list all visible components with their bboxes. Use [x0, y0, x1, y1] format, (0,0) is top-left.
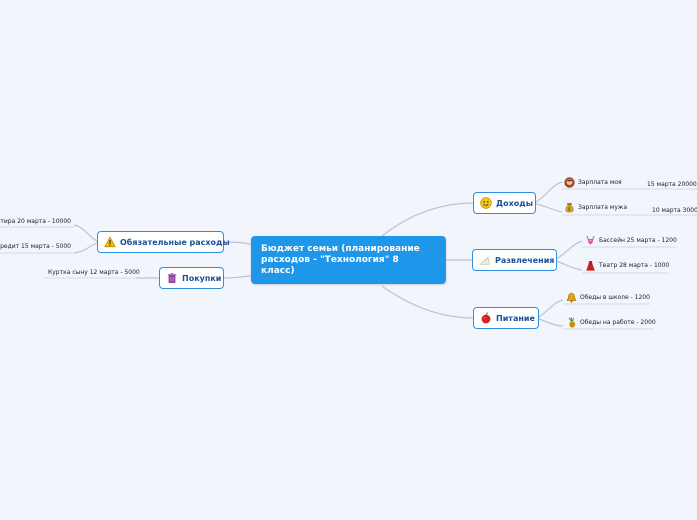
pineapple-icon: [566, 316, 577, 328]
bell-icon: [566, 292, 577, 303]
warning-icon: [104, 236, 116, 248]
topic-mandatory-expenses[interactable]: Обязательные расходы: [97, 231, 230, 253]
subtopic-theatre-label: Театр 28 марта - 1000: [599, 261, 670, 269]
topic-entertainment[interactable]: Развлечения: [472, 249, 557, 271]
link-mandatory: [223, 241, 252, 245]
note-husband-salary: 10 марта 30000: [652, 207, 697, 214]
topic-food[interactable]: Питание: [473, 307, 539, 329]
topic-purchases[interactable]: Покупки: [159, 267, 224, 289]
subtopic-work-lunch[interactable]: Обеды на работе - 2000: [566, 316, 656, 328]
topic-income[interactable]: Доходы: [473, 192, 536, 214]
central-topic-line-1: Бюджет семьи (планирование: [261, 244, 420, 254]
link-pool: [555, 240, 583, 260]
subtopic-jacket[interactable]: Куртка сыну 12 марта - 5000: [48, 269, 140, 276]
topic-mandatory-expenses-label: Обязательные расходы: [120, 237, 230, 247]
money-bag-icon: $: [564, 202, 575, 213]
subtopic-pool-label: Бассейн 25 марта - 1200: [599, 236, 677, 244]
topic-entertainment-label: Развлечения: [495, 255, 555, 265]
link-theatre: [555, 260, 583, 271]
topic-income-label: Доходы: [496, 198, 533, 208]
subtopic-work-lunch-label: Обеды на работе - 2000: [580, 318, 656, 326]
subtopic-school-lunch[interactable]: Обеды в школе - 1200: [566, 291, 650, 303]
link-income: [381, 202, 475, 237]
topic-food-label: Питание: [496, 313, 535, 323]
subtopic-apartment[interactable]: Квартира 20 марта - 10000: [0, 218, 71, 225]
link-purchases: [223, 275, 252, 279]
central-topic-line-3: класс): [261, 266, 295, 276]
apple-icon: [480, 312, 492, 324]
subtopic-theatre[interactable]: Театр 28 марта - 1000: [585, 259, 669, 271]
subtopic-husband-salary-label: Зарплата мужа: [578, 203, 628, 211]
link-apartment: [73, 224, 98, 242]
link-my-salary: [535, 181, 563, 203]
subtopic-my-salary[interactable]: Зарплата моя: [564, 176, 622, 188]
trash-can-icon: [166, 272, 178, 284]
smiley-face-icon: [480, 197, 492, 209]
link-work-lunch: [538, 318, 564, 327]
note-my-salary: 15 марта 20000: [647, 181, 697, 188]
subtopic-school-lunch-label: Обеды в школе - 1200: [580, 293, 650, 301]
topic-purchases-label: Покупки: [182, 273, 222, 283]
cone-icon: [479, 254, 491, 266]
woman-avatar-icon: [564, 176, 575, 188]
link-credit: [73, 242, 98, 254]
svg-text:$: $: [568, 206, 571, 211]
link-husband-salary: [535, 203, 563, 213]
subtopic-credit[interactable]: Кредит 15 марта - 5000: [0, 243, 71, 250]
subtopic-pool[interactable]: Бассейн 25 марта - 1200: [585, 234, 677, 246]
link-food: [381, 285, 475, 319]
swimsuit-icon: [585, 235, 596, 246]
subtopic-husband-salary[interactable]: $ Зарплата мужа: [564, 201, 627, 213]
central-topic-line-2: расходов - "Технология" 8: [261, 255, 399, 265]
central-topic[interactable]: Бюджет семьи (планирование расходов - "Т…: [251, 236, 446, 284]
subtopic-my-salary-label: Зарплата моя: [578, 178, 622, 186]
link-school-lunch: [538, 299, 564, 318]
dress-icon: [585, 260, 596, 271]
